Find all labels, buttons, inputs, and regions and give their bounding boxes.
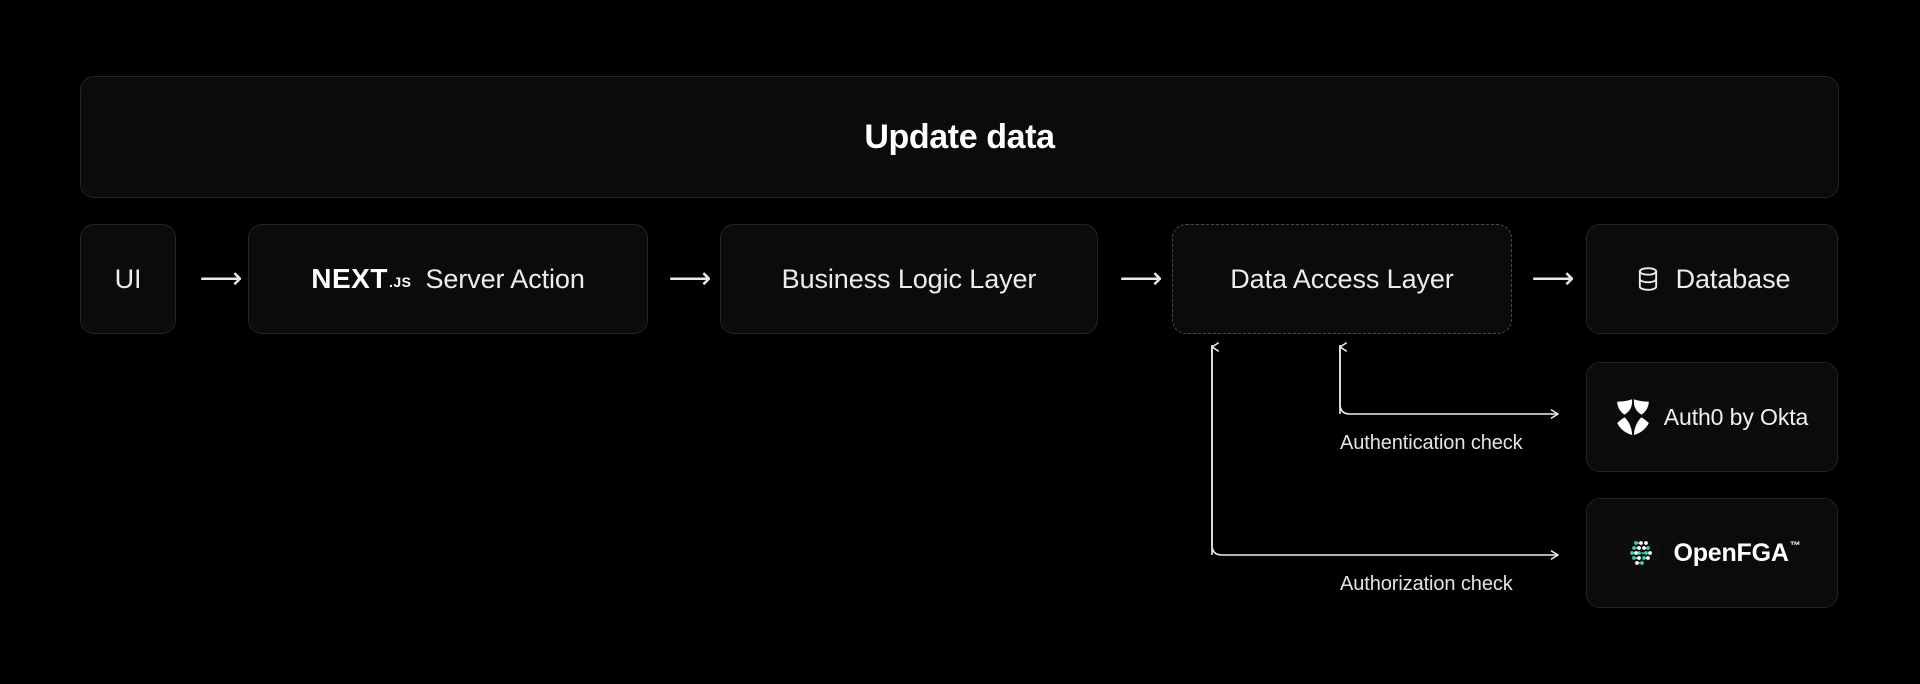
nextjs-wordmark: NEXT bbox=[311, 263, 388, 294]
node-auth0[interactable]: Auth0 by Okta bbox=[1586, 362, 1838, 472]
arrow-data-access-to-database: ⟶ bbox=[1531, 261, 1575, 296]
node-database[interactable]: Database bbox=[1586, 224, 1838, 334]
openfga-wordmark: OpenFGA bbox=[1673, 538, 1789, 567]
node-openfga[interactable]: OpenFGA™ bbox=[1586, 498, 1838, 608]
update-data-banner: Update data bbox=[80, 76, 1839, 198]
arrow-server-action-to-business-logic: ⟶ bbox=[668, 261, 712, 296]
node-business-logic-layer-label: Business Logic Layer bbox=[781, 263, 1037, 294]
openfga-trademark: ™ bbox=[1789, 540, 1801, 553]
banner-title: Update data bbox=[864, 117, 1055, 156]
nextjs-logo-icon: NEXT.JS bbox=[311, 263, 411, 295]
arrow-business-logic-to-data-access: ⟶ bbox=[1119, 261, 1163, 296]
node-server-action[interactable]: NEXT.JS Server Action bbox=[248, 224, 648, 334]
connector-label-authorization-check: Authorization check bbox=[1340, 573, 1513, 595]
connector-authentication-check bbox=[1339, 342, 1559, 419]
auth0-shield-icon bbox=[1616, 399, 1649, 435]
connector-label-authentication-check: Authentication check bbox=[1340, 432, 1523, 454]
node-auth0-label: Auth0 by Okta bbox=[1663, 403, 1809, 430]
nextjs-suffix: .JS bbox=[388, 274, 412, 290]
node-ui-label: UI bbox=[114, 263, 142, 294]
node-data-access-layer[interactable]: Data Access Layer bbox=[1172, 224, 1512, 334]
node-business-logic-layer[interactable]: Business Logic Layer bbox=[720, 224, 1098, 334]
node-data-access-layer-label: Data Access Layer bbox=[1230, 263, 1454, 294]
node-database-label: Database bbox=[1675, 263, 1791, 294]
arrow-ui-to-server-action: ⟶ bbox=[199, 261, 243, 296]
database-icon bbox=[1638, 267, 1657, 291]
node-server-action-label: Server Action bbox=[425, 263, 585, 294]
openfga-logo-icon bbox=[1623, 535, 1660, 571]
node-openfga-label: OpenFGA™ bbox=[1673, 539, 1800, 568]
node-ui[interactable]: UI bbox=[80, 224, 176, 334]
